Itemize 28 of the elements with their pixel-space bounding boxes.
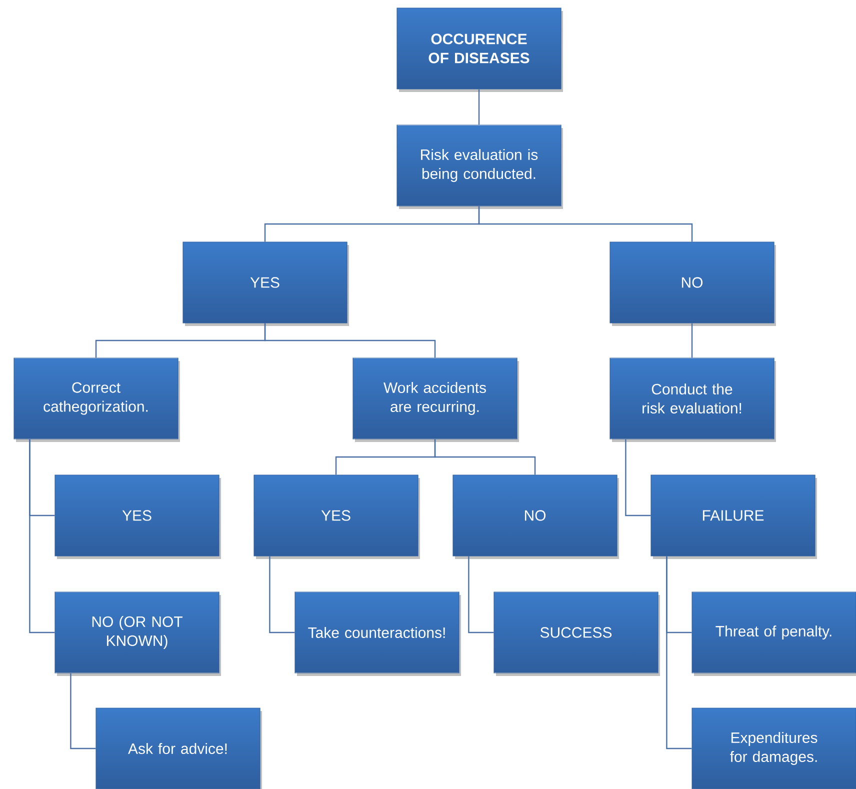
process-box: NO — [610, 242, 774, 324]
connector-line — [691, 323, 693, 358]
connector-line — [434, 439, 536, 475]
process-box: FAILURE — [650, 474, 816, 556]
connector-line — [478, 206, 693, 242]
process-box: Threat of penalty. — [692, 592, 856, 674]
process-box: YES — [182, 242, 348, 324]
process-box: OCCURENCE OF DISEASES — [396, 8, 562, 90]
process-box: Work accidents are recurring. — [352, 358, 518, 440]
process-box: Expenditures for damages. — [692, 708, 856, 789]
connector-line — [269, 556, 295, 634]
process-box: Take counteractions! — [294, 592, 460, 674]
connector-line — [625, 439, 651, 516]
connector-line — [264, 323, 436, 358]
connector-line — [468, 556, 494, 634]
process-box: YES — [254, 474, 418, 556]
process-box: YES — [54, 474, 220, 556]
process-box: SUCCESS — [494, 592, 658, 674]
process-box: Correct cathegorization. — [14, 358, 178, 440]
process-box: Ask for advice! — [96, 708, 260, 789]
connector-line — [29, 439, 55, 634]
process-box: Risk evaluation is being conducted. — [396, 124, 562, 206]
process-box: Conduct the risk evaluation! — [610, 358, 774, 440]
process-box: NO (OR NOT KNOWN) — [54, 592, 220, 674]
connector-line — [666, 556, 692, 750]
process-box: NO — [452, 474, 618, 556]
connector-line — [478, 89, 480, 125]
connector-line — [70, 673, 96, 750]
